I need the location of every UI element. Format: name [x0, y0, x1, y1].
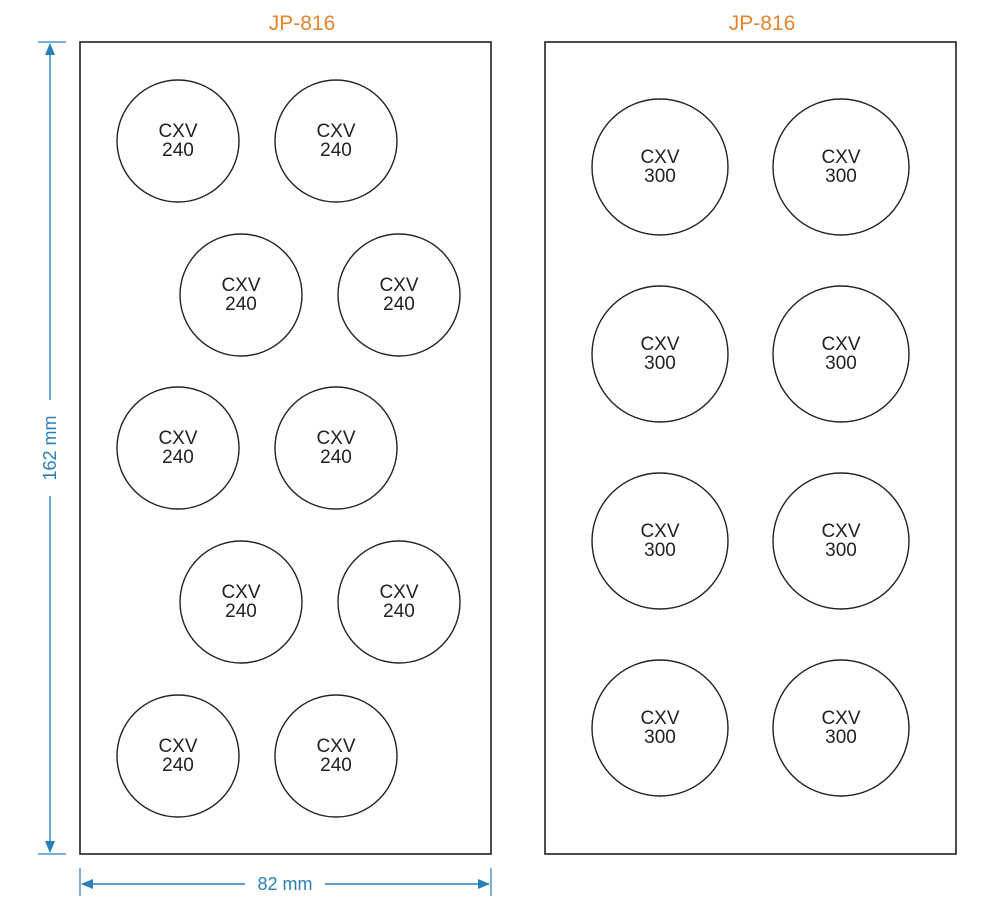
cable-hole-circle: [772, 285, 910, 423]
cable-hole-circle: [591, 285, 729, 423]
cable-hole-label-type: CXV: [221, 275, 260, 296]
panel-left-holes: CXV240CXV240CXV240CXV240CXV240CXV240CXV2…: [116, 79, 461, 818]
cable-hole-label-size: 240: [162, 447, 194, 468]
cable-hole-label-size: 300: [825, 166, 857, 187]
height-label: 162 mm: [40, 415, 60, 480]
panel-right: JP-816 CXV300CXV300CXV300CXV300CXV300CXV…: [544, 12, 957, 855]
cable-hole-label-size: 240: [320, 140, 352, 161]
cable-hole-circle: [116, 694, 240, 818]
cable-hole-label-type: CXV: [158, 121, 197, 142]
cable-hole-label-type: CXV: [821, 708, 860, 729]
cable-hole-label-type: CXV: [379, 275, 418, 296]
cable-hole-label-type: CXV: [821, 334, 860, 355]
cable-hole-circle: [274, 386, 398, 510]
width-label: 82 mm: [257, 874, 312, 894]
panel-right-outline: [544, 41, 957, 855]
cable-hole-label-size: 240: [162, 140, 194, 161]
cable-hole-label-size: 240: [162, 755, 194, 776]
cable-hole-label-type: CXV: [316, 736, 355, 757]
panel-left-outline: [79, 41, 492, 855]
cable-hole-label-type: CXV: [316, 428, 355, 449]
cable-hole-circle: [337, 540, 461, 664]
cable-hole-label-size: 300: [644, 727, 676, 748]
panel-right-holes: CXV300CXV300CXV300CXV300CXV300CXV300CXV3…: [591, 98, 910, 797]
cable-hole-circle: [591, 472, 729, 610]
panel-right-title: JP-816: [729, 12, 796, 35]
width-dimension: 82 mm: [79, 868, 492, 896]
cable-hole-label-type: CXV: [158, 428, 197, 449]
cable-hole-circle: [772, 472, 910, 610]
cable-hole-label-size: 240: [225, 601, 257, 622]
cable-hole-label-type: CXV: [316, 121, 355, 142]
cable-hole-label-type: CXV: [640, 521, 679, 542]
cable-hole-circle: [337, 233, 461, 357]
cable-hole-label-type: CXV: [640, 147, 679, 168]
cable-hole-circle: [772, 659, 910, 797]
cable-hole-circle: [591, 98, 729, 236]
cable-hole-label-size: 300: [644, 353, 676, 374]
cable-hole-circle: [116, 79, 240, 203]
cable-hole-circle: [772, 98, 910, 236]
cable-hole-label-size: 300: [825, 727, 857, 748]
cable-hole-label-type: CXV: [640, 708, 679, 729]
cable-hole-label-type: CXV: [821, 521, 860, 542]
cable-hole-circle: [274, 79, 398, 203]
cable-hole-circle: [179, 233, 303, 357]
cable-hole-label-size: 300: [644, 540, 676, 561]
cable-hole-label-size: 240: [383, 294, 415, 315]
cable-hole-label-size: 240: [383, 601, 415, 622]
panel-left: JP-816 CXV240CXV240CXV240CXV240CXV240CXV…: [79, 12, 492, 855]
cable-hole-label-size: 240: [320, 447, 352, 468]
height-dimension: 162 mm: [38, 41, 66, 855]
cable-hole-circle: [179, 540, 303, 664]
panel-left-title: JP-816: [269, 12, 336, 35]
cable-hole-label-type: CXV: [640, 334, 679, 355]
cable-hole-label-type: CXV: [821, 147, 860, 168]
cable-hole-circle: [274, 694, 398, 818]
cable-hole-label-size: 300: [825, 540, 857, 561]
cable-hole-label-type: CXV: [221, 582, 260, 603]
cable-hole-label-size: 300: [825, 353, 857, 374]
cable-hole-label-type: CXV: [158, 736, 197, 757]
cable-hole-circle: [591, 659, 729, 797]
cable-hole-label-size: 240: [320, 755, 352, 776]
cable-hole-label-type: CXV: [379, 582, 418, 603]
cable-hole-label-size: 240: [225, 294, 257, 315]
cable-hole-circle: [116, 386, 240, 510]
cable-hole-label-size: 300: [644, 166, 676, 187]
